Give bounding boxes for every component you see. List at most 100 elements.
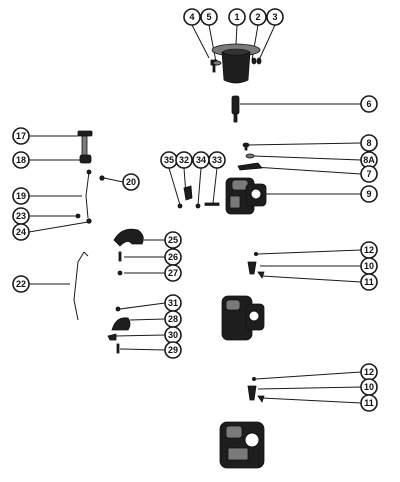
svg-text:12: 12 <box>364 367 374 377</box>
ball-12a-part <box>253 251 258 256</box>
callout-24: 24 <box>12 223 30 241</box>
svg-text:6: 6 <box>366 99 371 109</box>
callout-10-lower: 10 <box>360 378 378 396</box>
washer-5-part <box>212 60 222 66</box>
callout-11-upper: 11 <box>360 273 378 291</box>
washer-24-part <box>86 218 92 224</box>
callout-18: 18 <box>12 151 30 169</box>
callout-1: 1 <box>228 8 246 26</box>
callout-26: 26 <box>164 248 182 266</box>
svg-text:25: 25 <box>168 235 178 245</box>
washer-8a-part <box>245 153 255 159</box>
seat-27-part <box>117 270 123 276</box>
callout-6: 6 <box>360 95 378 113</box>
svg-text:2: 2 <box>255 12 260 22</box>
float-25-part <box>113 228 144 247</box>
callout-30: 30 <box>164 326 182 344</box>
ring-31-part <box>115 306 121 312</box>
carburetor-9-part <box>225 177 267 215</box>
svg-text:34: 34 <box>196 155 206 165</box>
svg-text:5: 5 <box>206 12 211 22</box>
callout-31: 31 <box>164 294 182 312</box>
leader-lines <box>28 24 362 404</box>
callout-22: 22 <box>12 275 30 293</box>
link-rod-19-part <box>85 169 92 219</box>
screw-8-part <box>242 142 250 151</box>
callout-25: 25 <box>164 231 182 249</box>
callout-17: 17 <box>12 127 30 145</box>
arm-10a-part <box>247 261 257 275</box>
callout-28: 28 <box>164 310 182 328</box>
callout-8: 8 <box>360 134 378 152</box>
spring-32-part <box>183 185 193 201</box>
callout-23: 23 <box>12 207 30 225</box>
svg-text:20: 20 <box>126 177 136 187</box>
svg-text:8: 8 <box>366 138 371 148</box>
svg-text:22: 22 <box>16 279 26 289</box>
svg-text:23: 23 <box>16 211 26 221</box>
callout-5: 5 <box>200 8 218 26</box>
diaphragm-28-part <box>111 317 131 331</box>
svg-text:31: 31 <box>168 298 178 308</box>
callout-29: 29 <box>164 341 182 359</box>
svg-text:33: 33 <box>212 155 222 165</box>
ball-35-part <box>177 203 183 209</box>
svg-text:11: 11 <box>364 398 374 408</box>
clip-11a-part <box>257 271 265 279</box>
svg-text:4: 4 <box>189 12 194 22</box>
nut-18-part <box>79 154 92 164</box>
svg-text:10: 10 <box>364 382 374 392</box>
callout-35: 35 <box>160 151 178 169</box>
callout-11-lower: 11 <box>360 394 378 412</box>
callout-34: 34 <box>192 151 210 169</box>
callout-27: 27 <box>164 264 182 282</box>
svg-text:28: 28 <box>168 314 178 324</box>
svg-text:7: 7 <box>366 169 371 179</box>
lever-7-part <box>237 162 263 171</box>
carburetor-bottom-part <box>219 421 265 469</box>
callout-12-upper: 12 <box>360 241 378 259</box>
ball-12b-part <box>251 376 256 381</box>
callout-12-lower: 12 <box>360 363 378 381</box>
svg-text:32: 32 <box>179 155 189 165</box>
carburetor-middle-part <box>221 295 265 341</box>
svg-text:12: 12 <box>364 245 374 255</box>
linkage-22-part <box>73 251 89 321</box>
callout-10-upper: 10 <box>360 257 378 275</box>
svg-text:24: 24 <box>16 227 26 237</box>
svg-text:19: 19 <box>16 191 26 201</box>
svg-text:18: 18 <box>16 155 26 165</box>
svg-text:1: 1 <box>234 12 239 22</box>
flame-arrestor-part <box>211 43 261 84</box>
svg-text:30: 30 <box>168 330 178 340</box>
svg-text:8A: 8A <box>363 155 375 165</box>
svg-text:10: 10 <box>364 261 374 271</box>
callout-32: 32 <box>175 151 193 169</box>
check-34-part <box>195 203 201 209</box>
clip-20-part <box>99 175 105 181</box>
pin-33-part <box>204 202 220 206</box>
callout-8a: 8A <box>360 151 378 169</box>
callout-33: 33 <box>208 151 226 169</box>
callout-3: 3 <box>266 8 284 26</box>
svg-text:11: 11 <box>364 277 374 287</box>
svg-text:27: 27 <box>168 268 178 278</box>
svg-text:29: 29 <box>168 345 178 355</box>
retainer-30-part <box>107 333 117 341</box>
svg-text:3: 3 <box>272 12 277 22</box>
arm-10b-part <box>247 385 257 401</box>
callout-19: 19 <box>12 187 30 205</box>
svg-text:9: 9 <box>366 189 371 199</box>
svg-text:26: 26 <box>168 252 178 262</box>
callout-2: 2 <box>249 8 267 26</box>
svg-text:17: 17 <box>16 131 26 141</box>
rod-6-part <box>231 95 240 123</box>
callout-9: 9 <box>360 185 378 203</box>
svg-text:35: 35 <box>164 155 174 165</box>
pin-29-part <box>116 343 120 354</box>
clip-11b-part <box>257 395 265 403</box>
gasket-2-3-part <box>251 57 262 65</box>
callout-4: 4 <box>183 8 201 26</box>
needle-26-part <box>118 251 122 262</box>
